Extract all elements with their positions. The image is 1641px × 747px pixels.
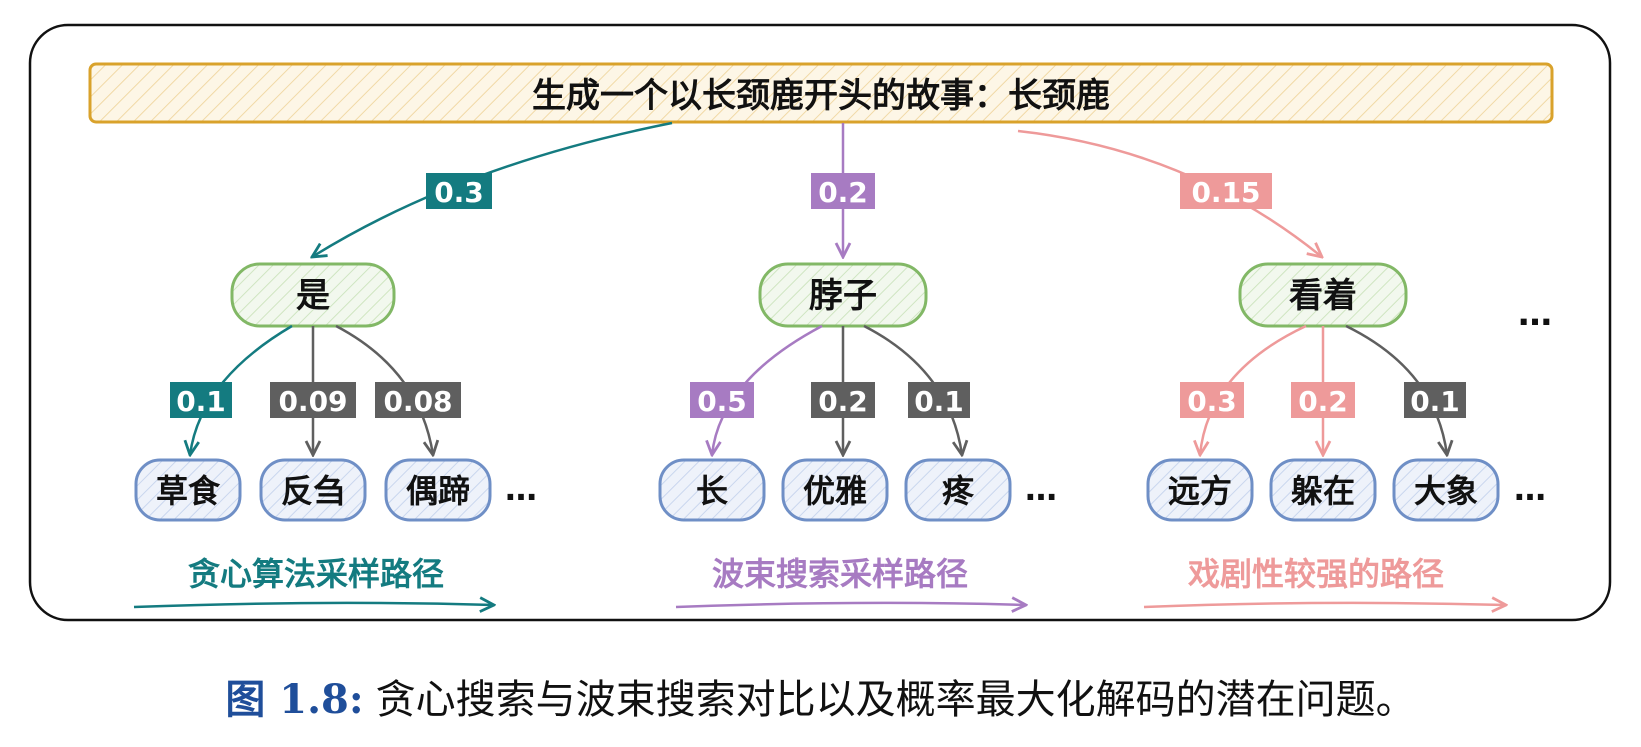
prob-label: 0.2 (811, 382, 875, 418)
node-shi: 是 (230, 262, 396, 328)
prob-label: 0.08 (375, 382, 461, 418)
svg-text:0.08: 0.08 (383, 385, 452, 418)
ellipsis-level1: … (1518, 294, 1552, 334)
prob-label: 0.2 (1291, 382, 1355, 418)
svg-text:0.5: 0.5 (697, 385, 747, 418)
level2-nodes: 草食 反刍 偶蹄 … 长 优雅 疼 … 远方 躲在 大象 … (134, 458, 1546, 522)
prompt-text: 生成一个以长颈鹿开头的故事：长颈鹿 (532, 76, 1110, 116)
svg-text:0.2: 0.2 (818, 176, 868, 209)
prob-label-branch-3: 0.15 (1180, 173, 1272, 209)
svg-text:看着: 看着 (1289, 276, 1357, 316)
node-daxiang: 大象 (1392, 458, 1500, 522)
svg-text:远方: 远方 (1168, 472, 1232, 510)
node-duozai: 躲在 (1269, 458, 1377, 522)
dramatic-path-label: 戏剧性较强的路径 (1143, 555, 1506, 607)
svg-text:波束搜索采样路径: 波束搜索采样路径 (712, 555, 968, 593)
svg-text:反刍: 反刍 (281, 472, 345, 510)
node-bozi: 脖子 (758, 262, 928, 328)
node-caoshi: 草食 (134, 458, 242, 522)
prompt-box: 生成一个以长颈鹿开头的故事：长颈鹿 (88, 62, 1554, 124)
svg-text:优雅: 优雅 (803, 472, 867, 510)
svg-text:0.2: 0.2 (818, 385, 868, 418)
ellipsis-group-3: … (1514, 470, 1546, 508)
edge-prompt-to-node-3 (1017, 129, 1322, 257)
svg-text:0.1: 0.1 (914, 385, 964, 418)
svg-text:偶蹄: 偶蹄 (406, 472, 470, 510)
node-chang: 长 (658, 458, 766, 522)
svg-text:草食: 草食 (156, 472, 221, 510)
node-fanchu: 反刍 (259, 458, 367, 522)
svg-text:0.15: 0.15 (1191, 176, 1260, 209)
svg-text:躲在: 躲在 (1291, 472, 1355, 510)
svg-text:0.1: 0.1 (1410, 385, 1460, 418)
node-yuanfang: 远方 (1146, 458, 1254, 522)
edge-shi-to-outi (335, 324, 433, 455)
prob-label-branch-2: 0.2 (811, 173, 875, 209)
svg-text:0.09: 0.09 (278, 385, 347, 418)
svg-text:贪心算法采样路径: 贪心算法采样路径 (188, 555, 444, 593)
ellipsis-group-1: … (505, 470, 537, 508)
prob-label-branch-1: 0.3 (426, 173, 492, 209)
svg-text:戏剧性较强的路径: 戏剧性较强的路径 (1187, 555, 1444, 593)
level1-nodes: 是 脖子 看着 … (230, 262, 1552, 334)
svg-text:疼: 疼 (942, 472, 975, 510)
level1-prob-labels: 0.3 0.2 0.15 (426, 173, 1272, 209)
svg-text:是: 是 (296, 276, 330, 316)
svg-text:大象: 大象 (1414, 472, 1478, 510)
svg-text:0.3: 0.3 (1187, 385, 1237, 418)
greedy-path-label: 贪心算法采样路径 (133, 555, 494, 607)
svg-text:0.2: 0.2 (1298, 385, 1348, 418)
svg-text:0.1: 0.1 (176, 385, 226, 418)
edge-kanzhe-to-yuanfang (1200, 324, 1307, 455)
edge-bozi-to-teng (863, 324, 962, 455)
level2-prob-labels: 0.1 0.09 0.08 0.5 0.2 0.1 0.3 0.2 0.1 (170, 382, 1466, 418)
figure-number: 图 1.8: (225, 676, 364, 723)
svg-text:脖子: 脖子 (809, 276, 877, 316)
node-teng: 疼 (904, 458, 1012, 522)
prob-label: 0.5 (690, 382, 754, 418)
node-outi: 偶蹄 (384, 458, 492, 522)
edge-kanzhe-to-daxiang (1345, 324, 1447, 455)
svg-text:长: 长 (696, 472, 728, 510)
figure-caption: 图 1.8:贪心搜索与波束搜索对比以及概率最大化解码的潜在问题。 (0, 667, 1641, 725)
node-kanzhe: 看着 (1238, 262, 1408, 328)
prob-label: 0.1 (170, 382, 232, 418)
beam-path-label: 波束搜索采样路径 (675, 555, 1026, 607)
ellipsis-group-2: … (1025, 470, 1057, 508)
prob-label: 0.1 (908, 382, 970, 418)
caption-text: 贪心搜索与波束搜索对比以及概率最大化解码的潜在问题。 (375, 677, 1416, 723)
svg-text:0.3: 0.3 (434, 176, 484, 209)
prob-label: 0.09 (270, 382, 356, 418)
node-youya: 优雅 (781, 458, 889, 522)
path-labels: 贪心算法采样路径 波束搜索采样路径 戏剧性较强的路径 (133, 555, 1506, 607)
prob-label: 0.1 (1404, 382, 1466, 418)
prob-label: 0.3 (1180, 382, 1244, 418)
